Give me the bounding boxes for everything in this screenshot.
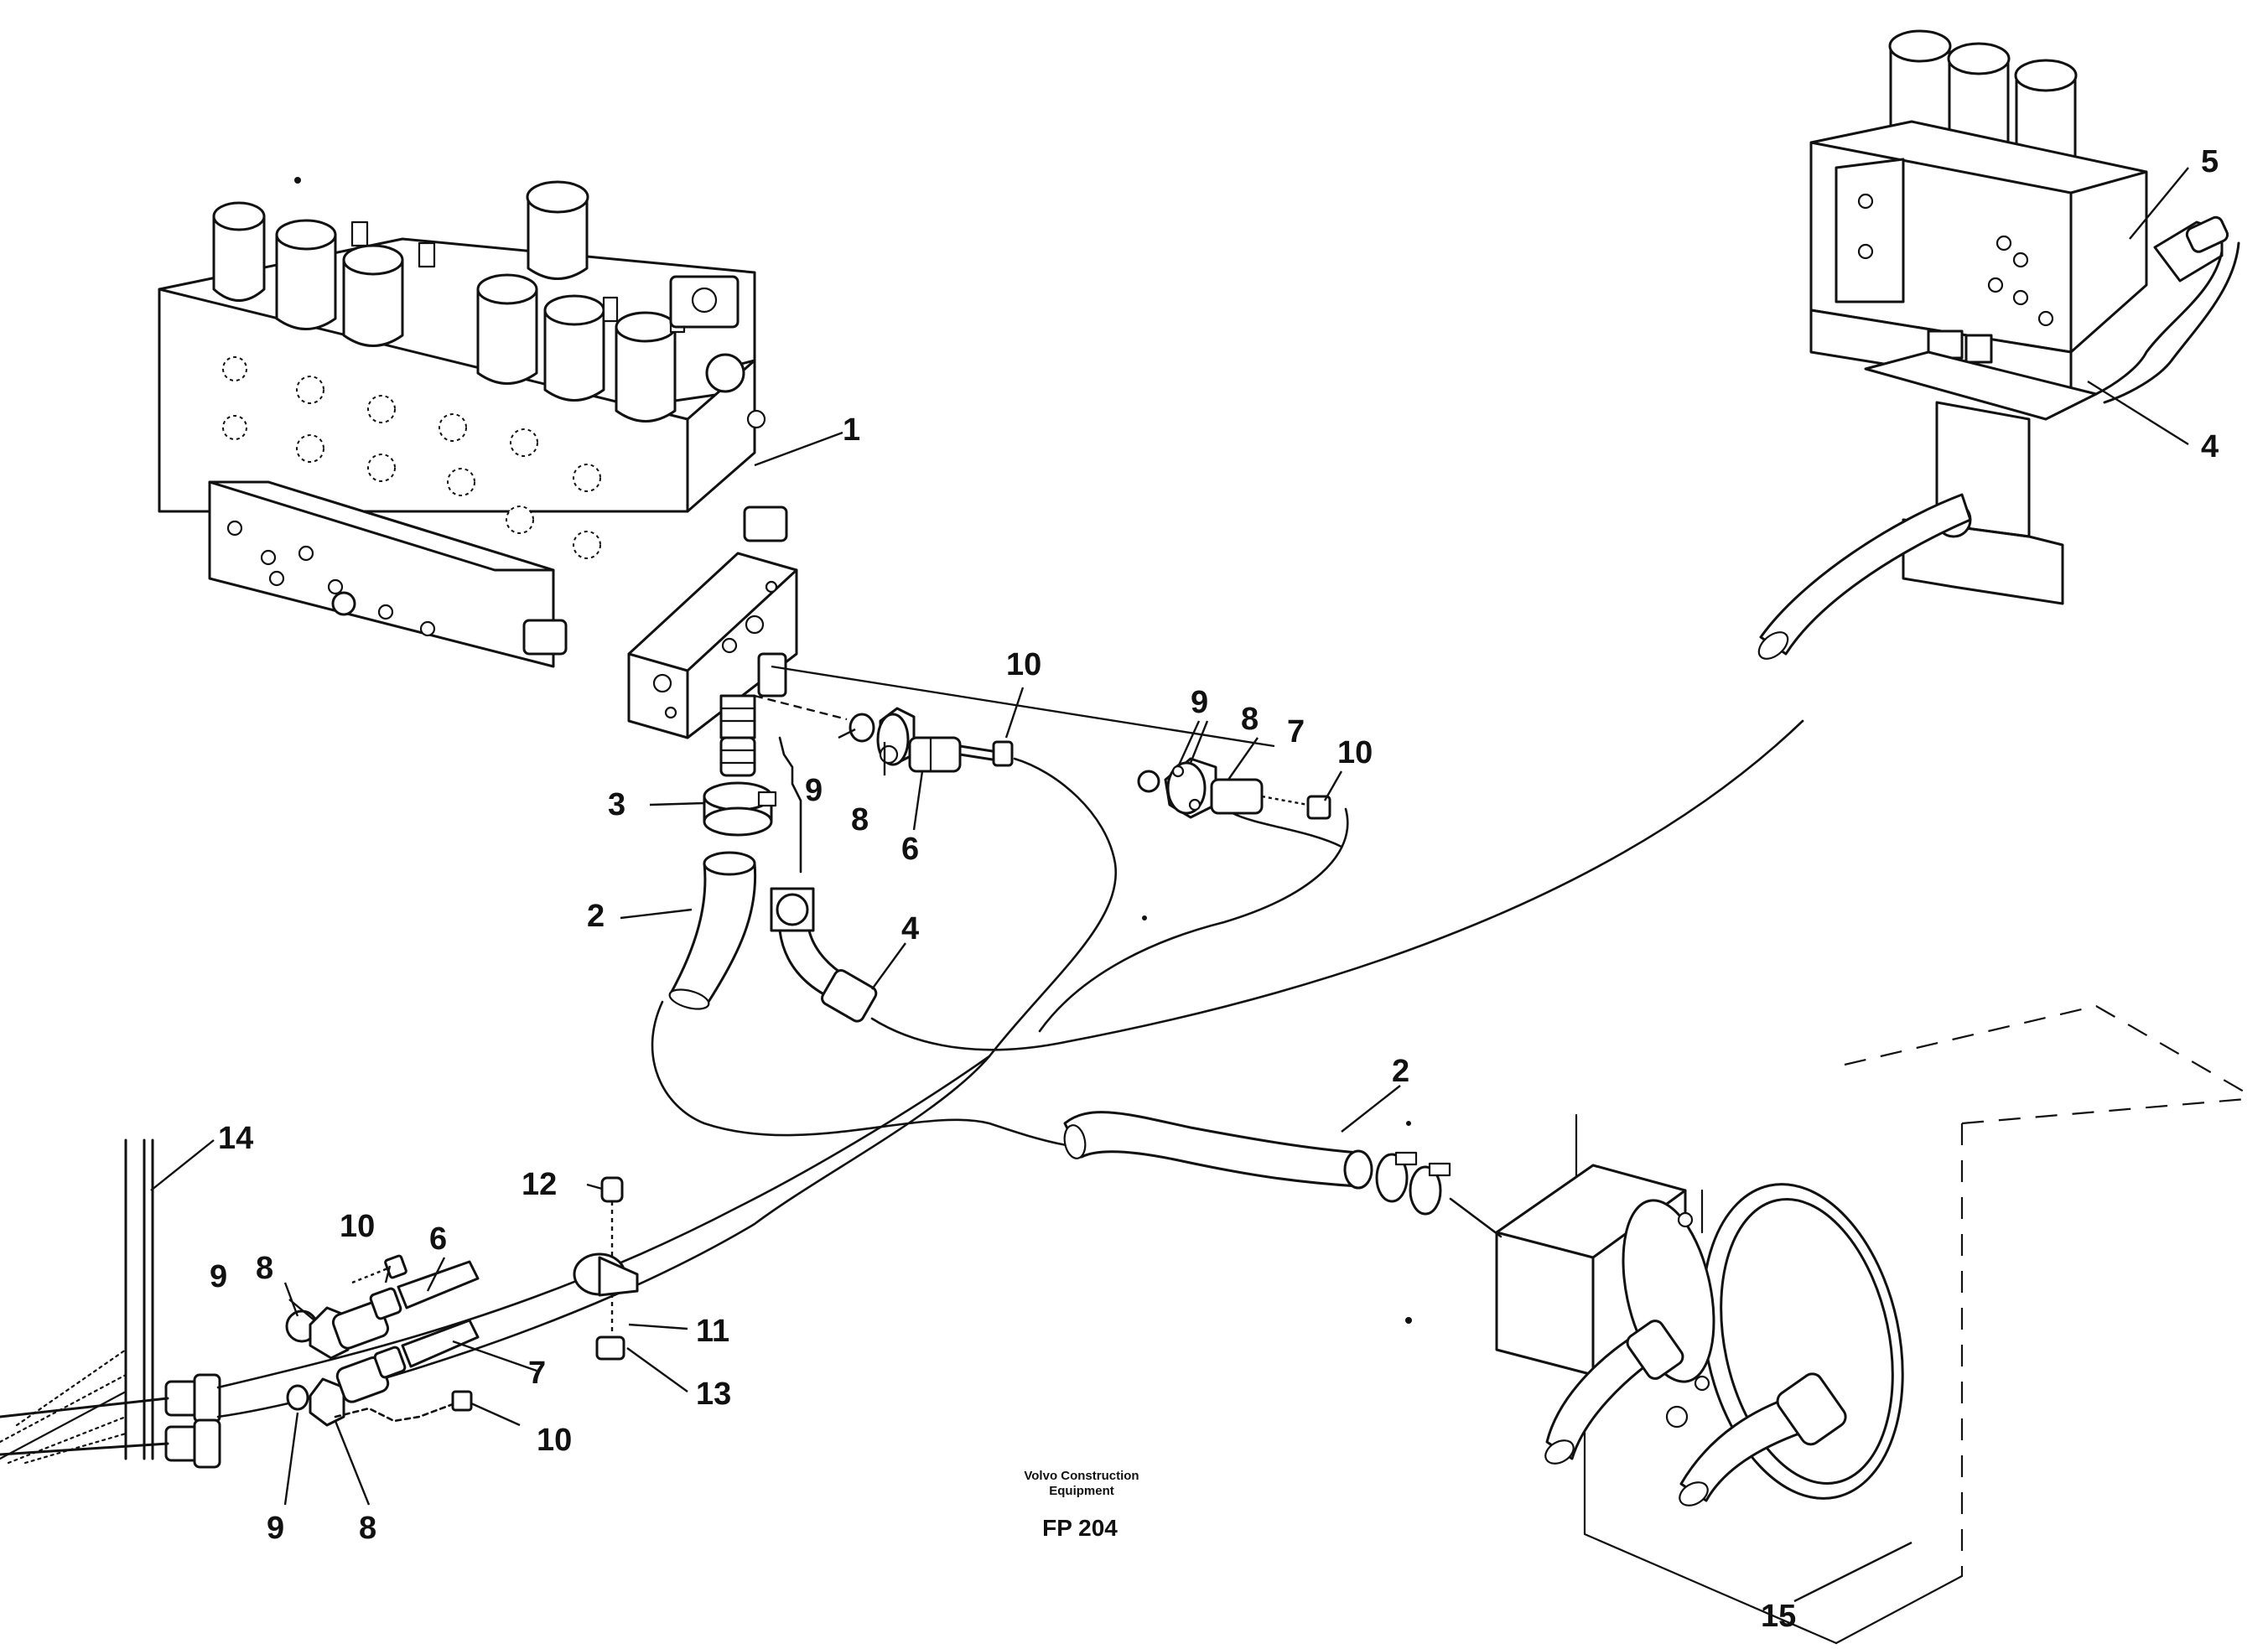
callout-7-right: 7 (1287, 714, 1305, 749)
valve-spools (212, 180, 745, 423)
callout-5: 5 (2201, 144, 2219, 179)
callout-10-right: 10 (1337, 735, 1373, 770)
callout-9-lower-upper: 9 (210, 1259, 227, 1294)
leader-lines (150, 167, 2189, 1603)
tank-hose-clamps (1375, 1151, 1451, 1216)
callout-9-center: 9 (805, 773, 823, 808)
hose-clamp (703, 736, 777, 837)
clip-bolt-nut (573, 1176, 639, 1361)
callout-10-lower-lower: 10 (537, 1423, 572, 1458)
elbow-fitting (770, 887, 878, 1023)
callout-15: 15 (1761, 1599, 1796, 1634)
callout-4-upper: 4 (2201, 429, 2219, 464)
callout-8-center: 8 (851, 802, 869, 837)
callout-9-right: 9 (1191, 685, 1208, 720)
callout-13: 13 (696, 1377, 731, 1412)
callout-8-lower-upper: 8 (256, 1251, 273, 1286)
frame-wall (0, 1138, 221, 1469)
callout-6-center: 6 (901, 832, 919, 867)
callout-3: 3 (608, 787, 625, 822)
figure-code: FP 204 (1042, 1515, 1118, 1541)
tank-return-port (1495, 1164, 1904, 1506)
callout-12: 12 (522, 1167, 557, 1202)
callout-4-lower: 4 (901, 911, 919, 946)
callout-10-lower-upper: 10 (340, 1209, 375, 1244)
manufacturer-line-1: Volvo Construction (1024, 1469, 1139, 1483)
callout-2-upper: 2 (587, 899, 605, 934)
callout-14: 14 (218, 1121, 253, 1156)
callout-8-lower-lower: 8 (359, 1511, 376, 1546)
manufacturer-line-2: Equipment (1049, 1484, 1114, 1498)
callout-7-lower: 7 (528, 1356, 546, 1391)
valve-ports (222, 356, 766, 559)
callout-8-right: 8 (1241, 702, 1259, 737)
figure-caption: Volvo Construction Equipment FP 204 (1024, 1469, 1139, 1541)
lower-left-fittings (285, 1254, 480, 1427)
callout-10-center: 10 (1006, 647, 1041, 682)
center-fittings (849, 707, 1014, 773)
callout-9-lower-lower: 9 (267, 1511, 284, 1546)
suction-hose-upper (668, 851, 757, 1010)
callout-2-lower: 2 (1392, 1054, 1409, 1089)
right-fittings (1137, 757, 1331, 820)
callout-labels: 1 5 4 10 9 8 7 10 9 8 6 3 2 4 2 14 12 10… (210, 144, 2219, 1634)
callout-6-lower: 6 (429, 1221, 447, 1257)
callout-11: 11 (696, 1314, 729, 1349)
callout-1: 1 (843, 412, 860, 448)
servo-valve-block (1809, 29, 2229, 605)
control-valve-block (158, 180, 788, 668)
suction-hose-lower (1063, 1111, 1373, 1190)
adapter-block (627, 552, 798, 739)
